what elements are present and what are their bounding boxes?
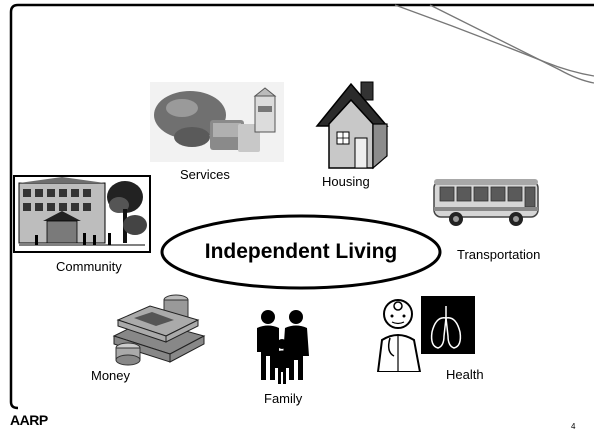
page-number: 4 (571, 422, 576, 431)
center-ellipse (160, 214, 442, 290)
swoosh-line (394, 4, 594, 77)
housing-label: Housing (322, 174, 370, 189)
health-illustration (376, 296, 475, 372)
health-label: Health (446, 367, 484, 382)
family-label: Family (264, 391, 303, 406)
money-label: Money (91, 368, 131, 383)
swoosh-line (429, 4, 594, 84)
community-illustration (13, 175, 151, 253)
services-illustration (150, 82, 284, 162)
center-label: Independent Living (204, 240, 398, 263)
bus-illustration (433, 179, 539, 226)
transportation-label: Transportation (457, 247, 541, 262)
community-label: Community (56, 259, 122, 274)
family-illustration (257, 310, 309, 384)
house-illustration (315, 81, 389, 170)
money-illustration (112, 294, 206, 366)
services-label: Services (180, 167, 230, 182)
aarp-logo: AARP (10, 412, 48, 428)
